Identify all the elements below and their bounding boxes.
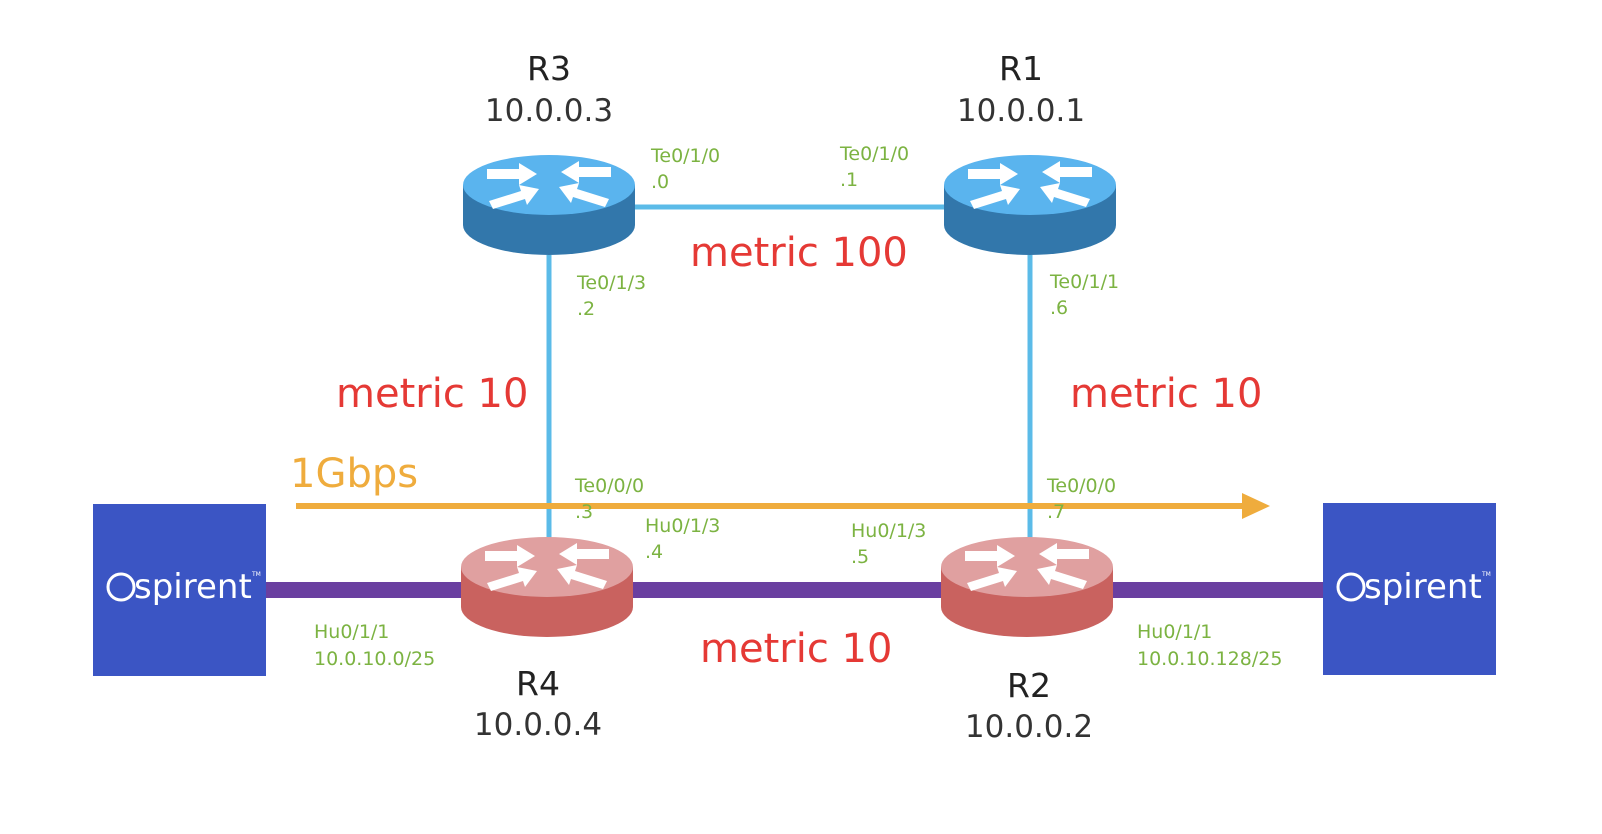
r2-up-address: .7 (1047, 501, 1065, 523)
router-r4-name: R4 (516, 664, 560, 703)
router-r1-ip: 10.0.0.1 (957, 93, 1085, 129)
r4-left-interface: Hu0/1/1 (314, 621, 389, 643)
spirent-right[interactable]: spirent TM (1323, 503, 1496, 675)
router-r3-ip: 10.0.0.3 (485, 93, 613, 129)
spirent-left[interactable]: spirent TM (93, 504, 266, 676)
metric-right-label: metric 10 (1070, 371, 1262, 417)
metric-top-label: metric 100 (690, 230, 908, 276)
r2-up-interface: Te0/0/0 (1046, 475, 1116, 497)
spirent-tm-label: TM (251, 571, 261, 578)
r1-top-interface: Te0/1/0 (839, 143, 909, 165)
spirent-logo-icon (106, 572, 136, 602)
spirent-logo-icon (1336, 572, 1366, 602)
r2-left-interface: Hu0/1/3 (851, 520, 926, 542)
router-r1-name: R1 (999, 49, 1043, 88)
links (265, 204, 1325, 598)
spirent-brand-label: spirent (134, 567, 252, 607)
r1-down-address: .6 (1050, 297, 1068, 319)
r1-down-interface: Te0/1/1 (1049, 271, 1119, 293)
r3-top-interface: Te0/1/0 (650, 145, 720, 167)
r4-up-interface: Te0/0/0 (574, 475, 644, 497)
spirent-brand-label: spirent (1364, 567, 1482, 607)
router-r4[interactable] (461, 537, 633, 637)
router-r2-name: R2 (1007, 666, 1051, 705)
r2-right-interface: Hu0/1/1 (1137, 621, 1212, 643)
r3-down-interface: Te0/1/3 (576, 272, 646, 294)
metric-left-label: metric 10 (336, 371, 528, 417)
r4-right-interface: Hu0/1/3 (645, 515, 720, 537)
traffic-flow-arrow (296, 493, 1270, 519)
r2-right-network: 10.0.10.128/25 (1137, 648, 1282, 670)
r4-up-address: .3 (575, 501, 593, 523)
router-r4-ip: 10.0.0.4 (474, 707, 602, 743)
router-r3[interactable] (463, 155, 635, 255)
router-r2-ip: 10.0.0.2 (965, 709, 1093, 745)
r3-down-address: .2 (577, 298, 595, 320)
r3-top-address: .0 (651, 171, 669, 193)
router-r1[interactable] (944, 155, 1116, 255)
r4-left-network: 10.0.10.0/25 (314, 648, 435, 670)
r4-right-address: .4 (645, 541, 663, 563)
r2-left-address: .5 (851, 546, 869, 568)
router-r2[interactable] (941, 537, 1113, 637)
metric-bottom-label: metric 10 (700, 626, 892, 672)
router-r3-name: R3 (527, 49, 571, 88)
traffic-rate-label: 1Gbps (290, 451, 418, 497)
spirent-tm-label: TM (1481, 571, 1491, 578)
r1-top-address: .1 (840, 169, 858, 191)
